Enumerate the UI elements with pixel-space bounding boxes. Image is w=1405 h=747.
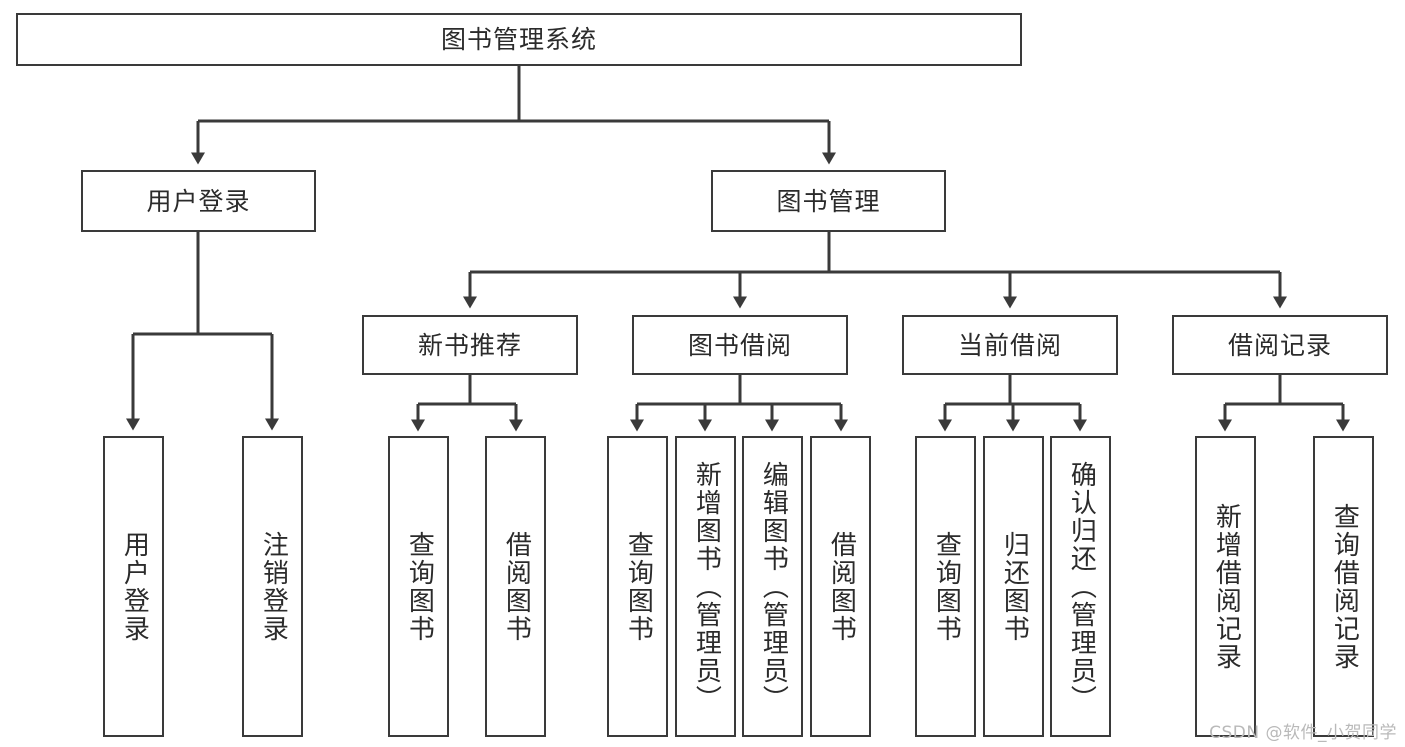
node-book-borrow[interactable]: 图书借阅	[632, 315, 848, 375]
leaf-query-record-label: 查询借阅记录	[1329, 502, 1360, 671]
leaf-edit-book[interactable]: 编辑图书（管理员）	[742, 436, 803, 737]
node-user-login[interactable]: 用户登录	[81, 170, 316, 232]
leaf-return-book-label: 归还图书	[999, 530, 1030, 643]
node-current-borrow[interactable]: 当前借阅	[902, 315, 1118, 375]
node-book-manage-label: 图书管理	[776, 186, 881, 216]
leaf-query-book-1[interactable]: 查询图书	[388, 436, 449, 737]
leaf-query-record[interactable]: 查询借阅记录	[1313, 436, 1374, 737]
node-root-label: 图书管理系统	[440, 25, 597, 54]
node-book-borrow-label: 图书借阅	[687, 330, 792, 360]
leaf-query-book-1-label: 查询图书	[404, 530, 435, 643]
leaf-logout[interactable]: 注销登录	[242, 436, 303, 737]
leaf-logout-label: 注销登录	[258, 530, 289, 643]
leaf-user-login[interactable]: 用户登录	[103, 436, 164, 737]
leaf-query-book-2-label: 查询图书	[623, 530, 654, 643]
node-new-book-rec-label: 新书推荐	[417, 330, 522, 360]
leaf-borrow-book-1-label: 借阅图书	[501, 530, 532, 643]
leaf-confirm-return-label: 确认归还（管理员）	[1066, 460, 1097, 713]
leaf-add-book-label: 新增图书（管理员）	[691, 460, 722, 713]
leaf-borrow-book-2-label: 借阅图书	[826, 530, 857, 643]
node-borrow-record[interactable]: 借阅记录	[1172, 315, 1388, 375]
leaf-query-book-3-label: 查询图书	[931, 530, 962, 643]
node-book-manage[interactable]: 图书管理	[711, 170, 946, 232]
leaf-query-book-3[interactable]: 查询图书	[915, 436, 976, 737]
leaf-borrow-book-2[interactable]: 借阅图书	[810, 436, 871, 737]
leaf-user-login-label: 用户登录	[119, 530, 150, 643]
watermark-text: CSDN @软件_小贺同学	[1209, 723, 1397, 743]
leaf-add-record[interactable]: 新增借阅记录	[1195, 436, 1256, 737]
leaf-add-book[interactable]: 新增图书（管理员）	[675, 436, 736, 737]
node-current-borrow-label: 当前借阅	[957, 330, 1062, 360]
leaf-return-book[interactable]: 归还图书	[983, 436, 1044, 737]
leaf-confirm-return[interactable]: 确认归还（管理员）	[1050, 436, 1111, 737]
leaf-add-record-label: 新增借阅记录	[1211, 502, 1242, 671]
node-borrow-record-label: 借阅记录	[1227, 330, 1332, 360]
leaf-borrow-book-1[interactable]: 借阅图书	[485, 436, 546, 737]
leaf-edit-book-label: 编辑图书（管理员）	[758, 460, 789, 713]
node-user-login-label: 用户登录	[146, 186, 251, 216]
node-root[interactable]: 图书管理系统	[16, 13, 1022, 66]
leaf-query-book-2[interactable]: 查询图书	[607, 436, 668, 737]
node-new-book-rec[interactable]: 新书推荐	[362, 315, 578, 375]
